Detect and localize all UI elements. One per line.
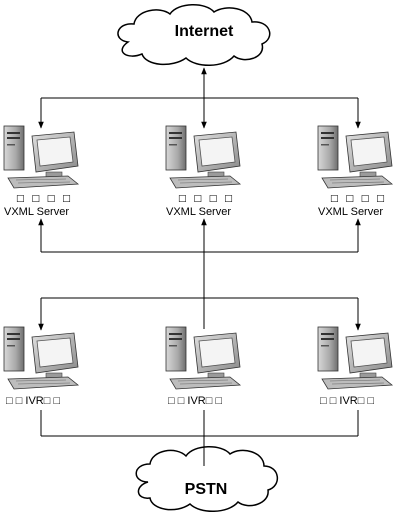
- ivr-node-2: [165, 326, 241, 390]
- server-glyphs-2: □ □ □ □: [178, 194, 235, 204]
- ivr-computer-icon: [3, 326, 79, 390]
- server-computer-icon: [317, 125, 393, 189]
- server-label-1: VXML Server: [4, 206, 69, 218]
- server-glyphs-3: □ □ □ □: [330, 194, 387, 204]
- ivr-label-2: □ □ IVR□ □: [168, 395, 222, 407]
- server-label-3: VXML Server: [318, 206, 383, 218]
- server-glyphs-1: □ □ □ □: [16, 194, 73, 204]
- pstn-cloud: PSTN: [135, 446, 278, 512]
- vxml-server-3: [317, 125, 393, 189]
- internet-links: [38, 67, 361, 129]
- server-computer-icon: [3, 125, 79, 189]
- ivr-computer-icon: [317, 326, 393, 390]
- vxml-server-2: [165, 125, 241, 189]
- ivr-label-1: □ □ IVR□ □: [6, 395, 60, 407]
- ivr-computer-icon: [165, 326, 241, 390]
- pstn-label: PSTN: [185, 481, 228, 498]
- vxml-server-1: [3, 125, 79, 189]
- internet-cloud: Internet: [117, 4, 271, 66]
- server-computer-icon: [165, 125, 241, 189]
- server-label-2: VXML Server: [166, 206, 231, 218]
- internet-label: Internet: [175, 23, 234, 40]
- ivr-top-bus: [38, 297, 361, 331]
- ivr-label-3: □ □ IVR□ □: [320, 395, 374, 407]
- ivr-node-1: [3, 326, 79, 390]
- pstn-links: [40, 410, 359, 466]
- ivr-node-3: [317, 326, 393, 390]
- server-bus: [38, 218, 361, 329]
